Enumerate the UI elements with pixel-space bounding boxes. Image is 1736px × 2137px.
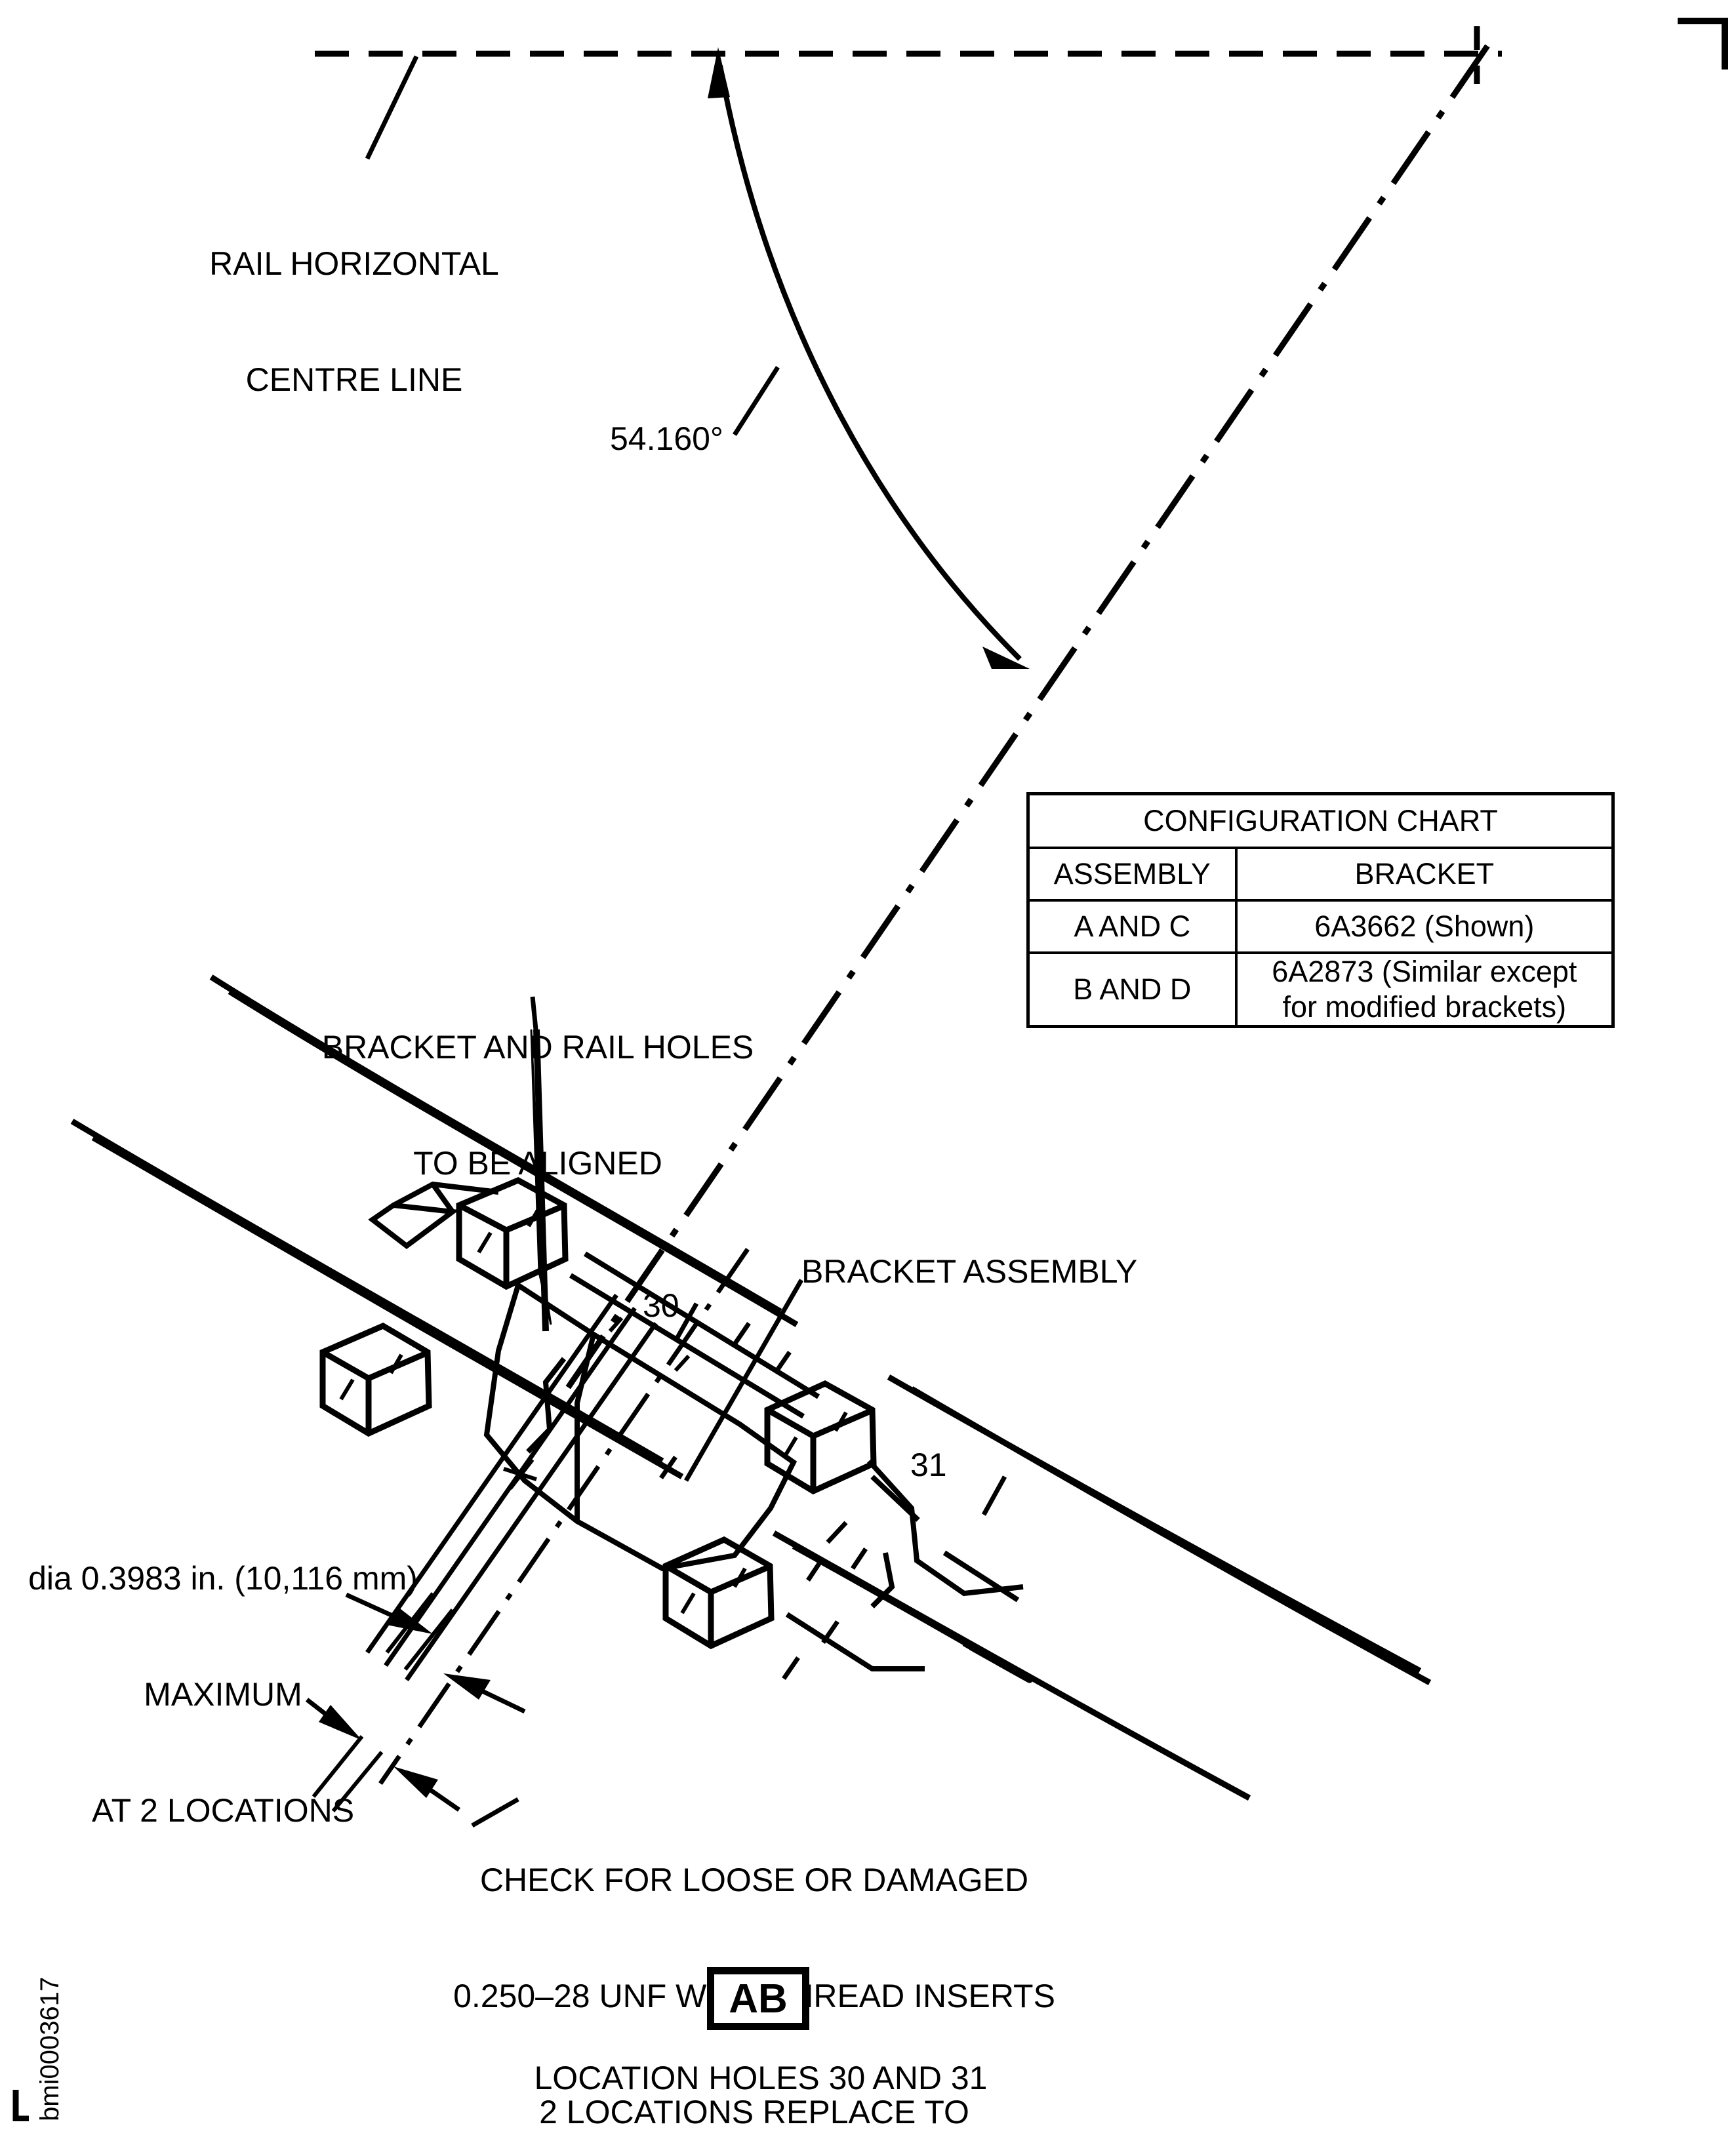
angle-label-leader bbox=[733, 366, 780, 436]
cell-bracket-b-and-d-line1: 6A2873 (Similar except bbox=[1272, 955, 1577, 988]
thread-insert-note: CHECK FOR LOOSE OR DAMAGED 0.250–28 UNF … bbox=[453, 1862, 1055, 2130]
figure-id-block: bmi0003617 bbox=[12, 1925, 64, 2122]
cell-assembly-a-and-c: A AND C bbox=[1026, 899, 1238, 954]
table-row-title: CONFIGURATION CHART bbox=[1026, 792, 1615, 849]
cell-bracket-a-and-c: 6A3662 (Shown) bbox=[1234, 899, 1615, 954]
bracket-assembly-label: BRACKET ASSEMBLY bbox=[801, 1253, 1138, 1290]
clamp-block-bottom bbox=[662, 1536, 775, 1650]
corner-registration-mark bbox=[1678, 18, 1728, 70]
callout-30-label: 30 bbox=[643, 1287, 679, 1324]
bracket-right-flange bbox=[785, 1459, 1024, 1671]
chart-title-cell: CONFIGURATION CHART bbox=[1026, 792, 1615, 849]
rail-centre-line-label: RAIL HORIZONTAL CENTRE LINE bbox=[209, 245, 499, 398]
figure-id-corner-mark bbox=[12, 2090, 29, 2122]
bracket-assembly-leader bbox=[683, 1279, 804, 1482]
cell-assembly-b-and-d: B AND D bbox=[1026, 951, 1238, 1028]
inclined-reference-line bbox=[561, 44, 1490, 1395]
angle-value-label: 54.160° bbox=[610, 420, 723, 457]
hole-alignment-indicator bbox=[530, 1029, 552, 1332]
dimension-arrows-lower bbox=[305, 1698, 460, 1812]
angle-dimension-arc bbox=[708, 47, 1030, 669]
diameter-note: dia 0.3983 in. (10,116 mm) MAXIMUM AT 2 … bbox=[28, 1560, 418, 1829]
callout-31-label: 31 bbox=[910, 1447, 947, 1483]
table-row: B AND D 6A2873 (Similar except for modif… bbox=[1026, 951, 1615, 1028]
bracket-holes-leader bbox=[530, 996, 539, 1037]
bracket-rail-holes-label: BRACKET AND RAIL HOLES TO BE ALIGNED bbox=[321, 1029, 754, 1182]
configuration-chart-table: CONFIGURATION CHART ASSEMBLY BRACKET A A… bbox=[1026, 792, 1615, 1028]
header-bracket: BRACKET bbox=[1234, 847, 1615, 902]
view-flag-ab: AB bbox=[707, 1967, 809, 2030]
thread-insert-strip bbox=[365, 1293, 658, 1682]
rail-and-bracket-assembly bbox=[70, 974, 1432, 1812]
bracket-body bbox=[483, 1281, 797, 1572]
dimension-arrows-upper bbox=[345, 1592, 526, 1714]
figure-id-text: bmi0003617 bbox=[35, 1976, 64, 2121]
table-row-header: ASSEMBLY BRACKET bbox=[1026, 847, 1615, 902]
clamp-block-left bbox=[319, 1322, 432, 1437]
table-row: A AND C 6A3662 (Shown) bbox=[1026, 899, 1615, 954]
upper-rail-profile bbox=[209, 974, 1432, 1685]
clamp-block-right bbox=[764, 1380, 877, 1495]
callout-30-tick bbox=[673, 1302, 699, 1342]
rail-centre-line-leader bbox=[365, 55, 419, 160]
header-assembly: ASSEMBLY bbox=[1026, 847, 1238, 902]
figure-caption: LOCATION HOLES 30 AND 31 bbox=[534, 2060, 988, 2096]
cell-bracket-b-and-d: 6A2873 (Similar except for modified brac… bbox=[1234, 951, 1615, 1028]
rail-tick-marks bbox=[659, 1322, 839, 1680]
clamp-block-upper bbox=[456, 1177, 569, 1290]
bracket-web-strips bbox=[569, 1251, 820, 1419]
cell-bracket-b-and-d-line2: for modified brackets) bbox=[1282, 990, 1567, 1024]
callout-leaders bbox=[471, 996, 1007, 1828]
bracket-centre-line bbox=[378, 1248, 750, 1785]
upper-rail-clip bbox=[368, 1181, 499, 1250]
callout-31-tick bbox=[981, 1475, 1007, 1516]
check-note-leader bbox=[471, 1797, 519, 1828]
